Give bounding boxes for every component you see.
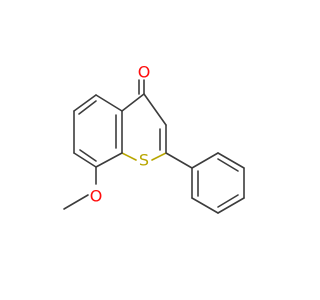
bond-c4a-c5 [95, 94, 123, 112]
atom-label-layer: O S O [90, 63, 151, 206]
bond-s-c8a [121, 152, 137, 161]
oxygen-methoxy-label: O [90, 187, 103, 206]
bond-c5-c6 [73, 94, 97, 112]
bond-layer [63, 79, 245, 214]
bond-ph-double-2 [217, 194, 239, 208]
oxygen-carbonyl-label: O [138, 63, 151, 82]
bond-c5-c6-double [78, 100, 97, 115]
bond-c8-c8a [95, 152, 123, 168]
bond-ph-1 [191, 152, 219, 169]
bond-ph-4 [217, 197, 245, 214]
bond-c2-s [151, 152, 167, 161]
molecule-structure: O S O [63, 63, 245, 214]
bond-ph-5 [191, 197, 219, 214]
bond-ph-double-1 [217, 158, 239, 172]
bond-c4a-c4 [121, 93, 145, 112]
sulfur-label: S [139, 151, 149, 170]
bond-c4-c3 [143, 93, 167, 126]
bond-c7-c8 [73, 152, 97, 168]
bond-c2-phenyl [165, 152, 193, 169]
bond-ph-2 [217, 152, 245, 169]
bond-o-ch3 [63, 194, 89, 210]
bond-c7-c8-double [79, 149, 97, 162]
